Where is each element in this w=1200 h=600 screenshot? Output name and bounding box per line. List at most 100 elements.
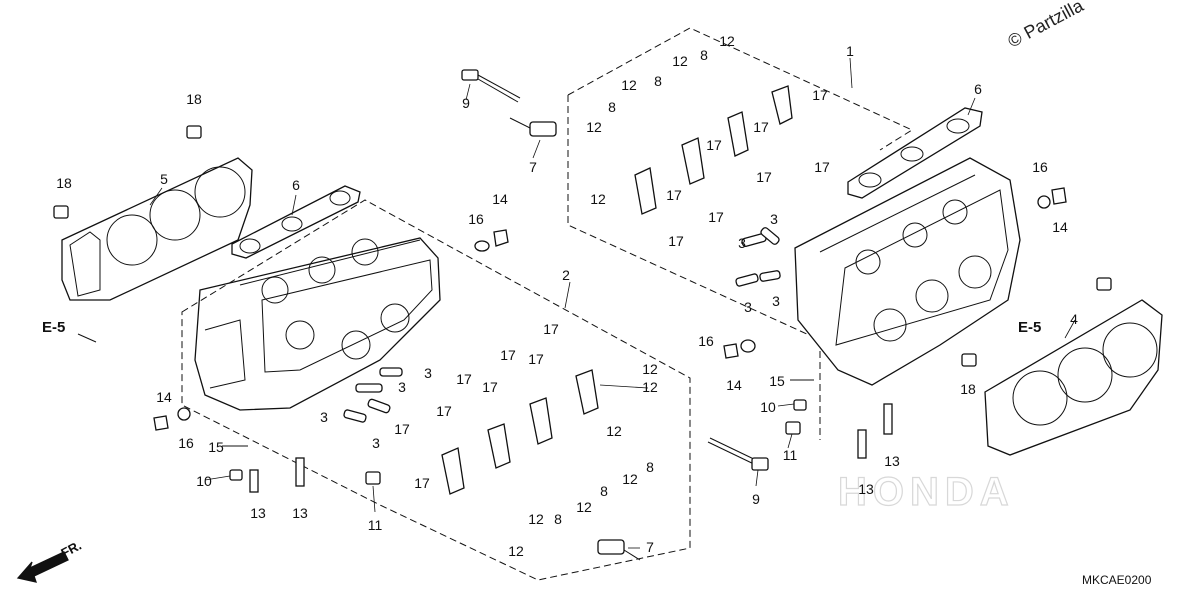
callout-14[interactable]: 14 <box>492 191 508 207</box>
callout-17[interactable]: 17 <box>414 475 430 491</box>
callout-18[interactable]: 18 <box>56 175 72 191</box>
callout-3[interactable]: 3 <box>738 235 746 251</box>
callout-12[interactable]: 12 <box>622 471 638 487</box>
lower-cam-holder-cluster <box>441 369 599 495</box>
callout-17[interactable]: 17 <box>543 321 559 337</box>
nut-washer-left <box>153 407 191 431</box>
callout-8[interactable]: 8 <box>654 73 662 89</box>
callout-17[interactable]: 17 <box>482 379 498 395</box>
right-dowel-pin-upper <box>1096 277 1112 291</box>
callout-12[interactable]: 12 <box>586 119 602 135</box>
section-ref-e5-left[interactable]: E-5 <box>42 319 65 336</box>
callout-8[interactable]: 8 <box>700 47 708 63</box>
stud-bolts-right <box>857 403 893 459</box>
callout-3[interactable]: 3 <box>772 293 780 309</box>
callout-17[interactable]: 17 <box>500 347 516 363</box>
callout-12[interactable]: 12 <box>621 77 637 93</box>
left-exhaust-gasket <box>231 185 361 259</box>
callout-3[interactable]: 3 <box>398 379 406 395</box>
callout-3[interactable]: 3 <box>424 365 432 381</box>
callout-5[interactable]: 5 <box>160 171 168 187</box>
diagram-code: MKCAE0200 <box>1082 573 1152 587</box>
callout-13[interactable]: 13 <box>884 453 900 469</box>
callout-7[interactable]: 7 <box>646 539 654 555</box>
callout-17[interactable]: 17 <box>456 371 472 387</box>
callout-15[interactable]: 15 <box>769 373 785 389</box>
callout-17[interactable]: 17 <box>756 169 772 185</box>
callout-6[interactable]: 6 <box>974 81 982 97</box>
callout-3[interactable]: 3 <box>770 211 778 227</box>
callout-3[interactable]: 3 <box>372 435 380 451</box>
callout-16[interactable]: 16 <box>178 435 194 451</box>
callout-8[interactable]: 8 <box>554 511 562 527</box>
callout-17[interactable]: 17 <box>436 403 452 419</box>
callout-9[interactable]: 9 <box>462 95 470 111</box>
callout-16[interactable]: 16 <box>468 211 484 227</box>
section-ref-e5-left-leader <box>77 333 97 343</box>
callout-15[interactable]: 15 <box>208 439 224 455</box>
callout-17[interactable]: 17 <box>708 209 724 225</box>
copyright-text: © Partzilla <box>1004 0 1087 52</box>
callout-12[interactable]: 12 <box>508 543 524 559</box>
callout-8[interactable]: 8 <box>646 459 654 475</box>
nut-washer-upper-right <box>1037 187 1067 209</box>
callout-13[interactable]: 13 <box>292 505 308 521</box>
dowel-pins-left <box>343 367 403 423</box>
callout-12[interactable]: 12 <box>528 511 544 527</box>
callout-11[interactable]: 11 <box>368 517 383 533</box>
callout-11[interactable]: 11 <box>783 447 798 463</box>
left-cylinder-head-gasket <box>61 157 253 301</box>
callout-17[interactable]: 17 <box>394 421 410 437</box>
rear-cylinder-head <box>194 237 441 411</box>
callout-3[interactable]: 3 <box>320 409 328 425</box>
callout-9[interactable]: 9 <box>752 491 760 507</box>
callout-3[interactable]: 3 <box>744 299 752 315</box>
callout-12[interactable]: 12 <box>606 423 622 439</box>
callout-1[interactable]: 1 <box>846 43 854 59</box>
callout-12[interactable]: 12 <box>642 379 658 395</box>
callout-8[interactable]: 8 <box>608 99 616 115</box>
front-direction-arrow: FR. <box>16 538 84 583</box>
small-bolts <box>222 379 814 485</box>
callout-18[interactable]: 18 <box>960 381 976 397</box>
callout-12[interactable]: 12 <box>576 499 592 515</box>
callout-17[interactable]: 17 <box>814 159 830 175</box>
callout-17[interactable]: 17 <box>528 351 544 367</box>
callout-13[interactable]: 13 <box>250 505 266 521</box>
callout-10[interactable]: 10 <box>760 399 776 415</box>
callout-13[interactable]: 13 <box>858 481 874 497</box>
callout-12[interactable]: 12 <box>642 361 658 377</box>
callout-14[interactable]: 14 <box>726 377 742 393</box>
callout-7[interactable]: 7 <box>529 159 537 175</box>
callout-12[interactable]: 12 <box>672 53 688 69</box>
callout-17[interactable]: 17 <box>706 137 722 153</box>
callout-17[interactable]: 17 <box>666 187 682 203</box>
dowel-pins-right <box>735 227 781 287</box>
spark-plug-upper <box>509 117 557 137</box>
callout-16[interactable]: 16 <box>1032 159 1048 175</box>
callout-18[interactable]: 18 <box>186 91 202 107</box>
spark-plug-lower <box>597 539 641 561</box>
callout-10[interactable]: 10 <box>196 473 212 489</box>
stud-bolts-left <box>249 457 305 493</box>
front-head-assembly-boundary <box>567 27 914 440</box>
callout-17[interactable]: 17 <box>812 87 828 103</box>
section-ref-e5-right[interactable]: E-5 <box>1018 319 1041 336</box>
callout-6[interactable]: 6 <box>292 177 300 193</box>
callout-17[interactable]: 17 <box>753 119 769 135</box>
callout-2[interactable]: 2 <box>562 267 570 283</box>
callout-16[interactable]: 16 <box>698 333 714 349</box>
callout-4[interactable]: 4 <box>1070 311 1078 327</box>
right-dowel-pin-lower <box>961 353 977 367</box>
callout-12[interactable]: 12 <box>590 191 606 207</box>
left-dowel-pin-lower <box>53 205 69 219</box>
callout-8[interactable]: 8 <box>600 483 608 499</box>
callout-14[interactable]: 14 <box>1052 219 1068 235</box>
callout-14[interactable]: 14 <box>156 389 172 405</box>
callout-17[interactable]: 17 <box>668 233 684 249</box>
callout-12[interactable]: 12 <box>719 33 735 49</box>
nut-washer-middle <box>723 339 756 359</box>
long-bolt-lower <box>707 437 769 471</box>
